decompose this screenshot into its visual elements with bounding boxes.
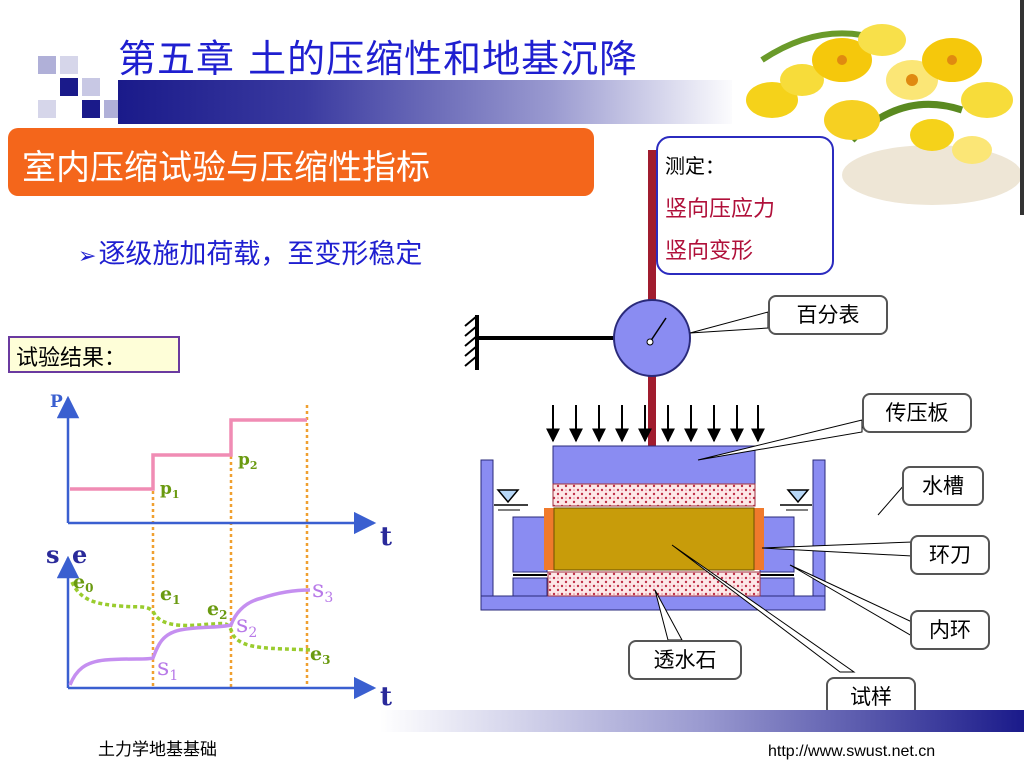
measurement-box [656,136,834,275]
leader-lines [654,311,913,673]
s-axis-label: s [46,540,60,569]
settlement-curve [68,588,311,686]
bullet-arrow-icon: ➢ [78,244,97,269]
s2-label: s2 [236,610,257,641]
inner-ring-right [759,516,795,573]
water-level-right-icon [786,489,810,504]
porous-stone-top [552,483,756,507]
e2-label: e2 [207,598,227,622]
dial-needle [649,317,667,343]
wall-hatching [464,315,478,367]
dial-center [646,338,654,346]
water-level-left-icon [496,489,520,504]
header-gradient-bar [118,80,738,124]
callout-water-tank: 水槽 [902,466,984,506]
t-axis-top-label: t [380,522,392,552]
callout-inner-ring: 内环 [910,610,990,650]
measurement-title: 测定： [665,154,725,178]
callout-loading-plate: 传压板 [862,393,972,433]
soil-specimen [553,507,755,571]
s1-label: s1 [157,653,178,684]
water-tank-bottom [480,595,826,611]
t-axis-bottom-label: t [380,682,392,712]
slide-title: 第五章 土的压缩性和地基沉降 [118,37,639,81]
callout-dial-gauge: 百分表 [768,295,888,335]
p-axis-label: P [50,392,63,412]
corner-decoration [38,56,122,118]
void-ratio-curve [70,581,313,652]
e0-label: e0 [73,571,93,595]
result-label: 试验结果： [16,346,127,371]
ring-knife-right [754,508,764,570]
result-label-box [8,336,180,373]
base-left [512,577,548,597]
callout-porous-stone: 透水石 [628,640,742,680]
measurement-item-stress: 竖向压应力 [665,197,776,222]
load-arrows [546,405,765,443]
section-title: 室内压缩试验与压缩性指标 [22,148,430,188]
load-curve [70,418,307,491]
water-tank-right-wall [812,459,826,611]
callout-ring-knife: 环刀 [910,535,990,575]
e3-label: e3 [310,643,330,667]
measurement-item-deformation: 竖向变形 [665,239,754,264]
bullet-text: 逐级施加荷载，至变形稳定 [98,239,423,270]
e-axis-label: e [72,540,87,569]
water-tank-left-wall [480,459,494,611]
e1-label: e1 [160,583,180,607]
section-title-box [8,128,594,196]
footer-course-name: 土力学地基基础 [98,740,217,760]
bullet-line: ➢逐级施加荷载，至变形稳定 [78,232,422,271]
inner-ring-left [512,516,548,573]
footer-gradient-bar [380,710,1024,732]
s3-label: s3 [312,575,333,606]
base-right [759,577,795,597]
p2-label: p2 [238,450,258,472]
loading-plate [552,445,756,485]
footer-url: http://www.swust.net.cn [768,743,936,760]
p1-label: p1 [160,479,180,501]
ring-knife-left [544,508,554,570]
